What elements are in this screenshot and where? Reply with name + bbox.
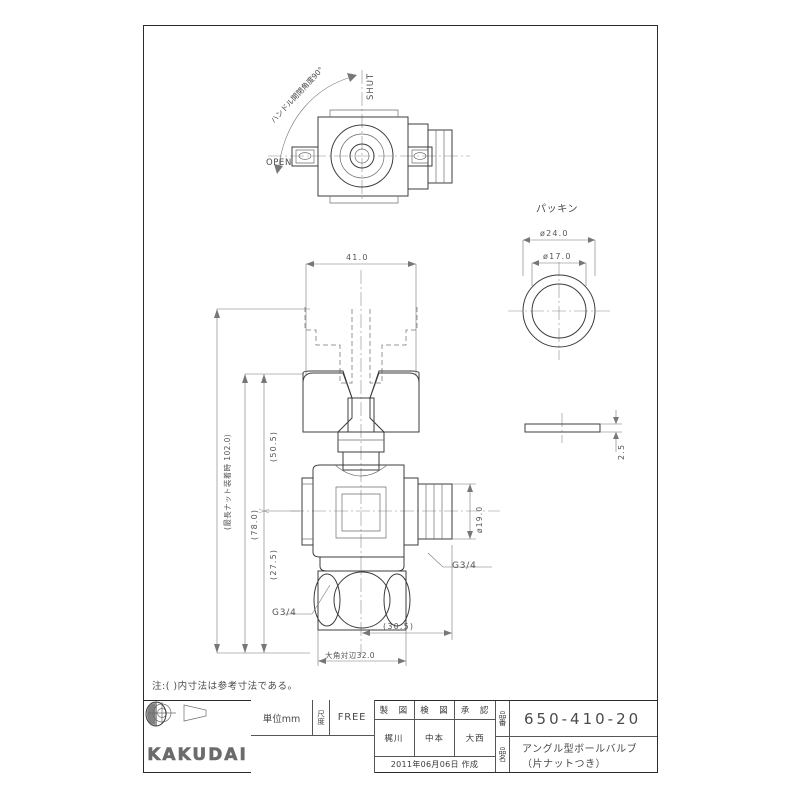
- approval-name-approve: 大西: [465, 734, 485, 744]
- approval-columns: 製 図 検 図 承 認 梶川 中本 大西 2011年06月06日 作成: [374, 701, 496, 772]
- scale-label: 尺度: [313, 700, 330, 736]
- scale-value: FREE: [330, 700, 375, 736]
- shut-label: SHUT: [366, 72, 376, 100]
- height-50-dim: (50.5): [269, 430, 278, 462]
- inlet-thread-label: G3/4: [272, 608, 297, 618]
- reference-dimension-note: 注:( )内寸法は参考寸法である。: [152, 681, 298, 692]
- packing-title: パッキン: [536, 204, 579, 215]
- part-name-tag: 品名: [496, 737, 510, 772]
- part-name: アングル型ボールバルブ（片ナットつき）: [522, 743, 638, 770]
- unit-cell: 単位mm: [251, 700, 313, 736]
- main-view-dimensions: [214, 261, 492, 666]
- packing-ring-view: [508, 237, 610, 360]
- approval-header-check: 検 図: [415, 701, 456, 719]
- drawing-frame: [143, 25, 658, 773]
- packing-side-view: [524, 410, 622, 452]
- part-tag-column: 品番 品名: [496, 701, 510, 772]
- approval-name-check: 中本: [415, 720, 456, 756]
- handle-width-dim: 41.0: [346, 253, 369, 262]
- logo-spacer-cell: [251, 736, 375, 773]
- depth-30-dim: (30.5): [383, 622, 415, 631]
- company-logo: KAKUDAI: [145, 701, 248, 772]
- packing-thickness-dim: 2.5: [617, 443, 626, 460]
- overall-height-dim: (最長ナット装着時 102.0): [223, 433, 232, 530]
- approval-header-draft: 製 図: [374, 701, 415, 719]
- drawing-date: 2011年06月06日 作成: [390, 760, 479, 769]
- packing-outer-dim: ø24.0: [540, 229, 569, 238]
- hex-across-flats-dim: 大角対辺32.0: [325, 651, 375, 660]
- main-front-view: [290, 270, 500, 655]
- packing-inner-dim: ø17.0: [543, 252, 572, 261]
- height-78-dim: (78.0): [250, 508, 259, 540]
- title-block-logo-column: KAKUDAI: [144, 701, 252, 772]
- bore-diameter-dim: ø19.0: [475, 505, 484, 533]
- open-label: OPEN: [266, 158, 292, 168]
- title-block: KAKUDAI 単位mm 製 図 検 図 承 認 梶川 中本 大西 2011年0…: [143, 700, 658, 773]
- company-name: KAKUDAI: [147, 744, 248, 765]
- height-27-dim: (27.5): [269, 548, 278, 580]
- outlet-thread-label: G3/4: [452, 561, 477, 571]
- approval-name-draft: 梶川: [374, 720, 415, 756]
- approval-header-approve: 承 認: [460, 706, 490, 716]
- part-number: 650-410-20: [510, 701, 657, 737]
- top-view-valve: [268, 70, 470, 204]
- part-number-tag: 品番: [496, 701, 510, 737]
- part-value-column: 650-410-20 アングル型ボールバルブ（片ナットつき）: [510, 701, 657, 772]
